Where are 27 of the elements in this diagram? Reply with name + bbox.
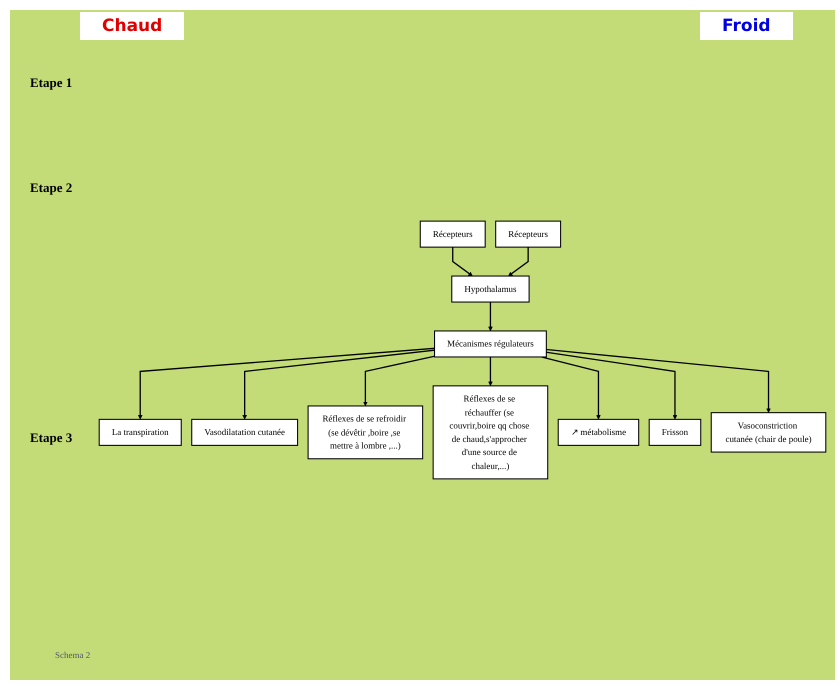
node-box: Réflexes de se réchauffer (se couvrir,boire qq chose de chaud,s'approcher d'une source de chaleur,...) <box>432 385 548 480</box>
step-label: Etape 3 <box>30 430 72 446</box>
note-text: Schema 2 <box>55 650 90 660</box>
node-box: ↗ métabolisme <box>558 418 640 446</box>
node-box: Récepteurs <box>495 220 562 248</box>
node-box: Vasodilatation cutanée <box>191 418 298 446</box>
arrow <box>546 352 678 420</box>
arrow <box>508 247 529 276</box>
arrow <box>363 356 435 406</box>
node-box: Mécanismes régulateurs <box>434 330 547 358</box>
node-box: Hypothalamus <box>451 276 530 303</box>
arrow <box>488 356 493 386</box>
node-box: Frisson <box>648 418 702 446</box>
arrow <box>546 348 771 413</box>
arrow <box>138 348 435 420</box>
node-box: Récepteurs <box>420 220 486 248</box>
node-box: La transpiration <box>98 418 182 446</box>
step-label: Etape 2 <box>30 180 72 196</box>
node-box: Vasoconstriction cutanée (chair de poule) <box>710 412 826 453</box>
arrow <box>452 247 473 276</box>
arrow <box>488 302 493 332</box>
arrow <box>242 350 435 420</box>
step-label: Etape 1 <box>30 75 72 91</box>
column-heading: Chaud <box>80 12 184 40</box>
column-heading: Froid <box>700 12 793 40</box>
node-box: Réflexes de se refroidir (se dévêtir ,boire ,se mettre à lombre ,...) <box>308 405 424 460</box>
arrow <box>541 356 601 420</box>
